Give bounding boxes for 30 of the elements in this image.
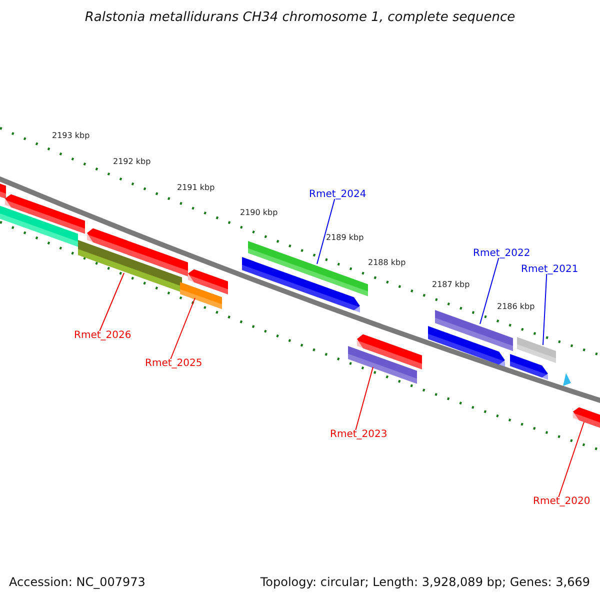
- scale-label: 2192 kbp: [113, 157, 151, 166]
- gene-feature: [248, 241, 368, 296]
- leader-line: [355, 366, 374, 430]
- gene-label: Rmet_2024: [309, 189, 366, 200]
- scale-label: 2187 kbp: [432, 280, 470, 289]
- gene-feature: [517, 337, 556, 363]
- title: Ralstonia metallidurans CH34 chromosome 1, complete sequence: [84, 10, 516, 25]
- gene-label: Rmet_2021: [521, 264, 578, 275]
- gene-feature: [78, 240, 182, 292]
- gene-label: Rmet_2020: [533, 496, 590, 507]
- gene-label: Rmet_2025: [145, 358, 202, 369]
- footer-text: Accession: NC_007973: [9, 575, 146, 589]
- leader-line: [542, 274, 548, 346]
- leader-line: [480, 258, 500, 324]
- leader-line: [99, 272, 124, 332]
- scale-label: 2186 kbp: [497, 302, 535, 311]
- scale-label: 2193 kbp: [52, 131, 90, 140]
- leader-line: [558, 422, 584, 498]
- leader-line: [316, 198, 336, 264]
- scale-label: 2190 kbp: [240, 208, 278, 217]
- gene-label: Rmet_2023: [330, 429, 388, 440]
- gene-label: Rmet_2026: [74, 330, 132, 341]
- leader-line: [170, 298, 196, 360]
- gene-feature: [435, 310, 513, 352]
- scale-label: 2189 kbp: [326, 233, 364, 242]
- gene-feature: [180, 282, 222, 310]
- gene-label: Rmet_2022: [473, 248, 530, 259]
- gene-feature: [348, 346, 417, 384]
- scale-label: 2191 kbp: [177, 183, 215, 192]
- footer-text: Topology: circular; Length: 3,928,089 bp; Genes: 3,669: [260, 575, 590, 589]
